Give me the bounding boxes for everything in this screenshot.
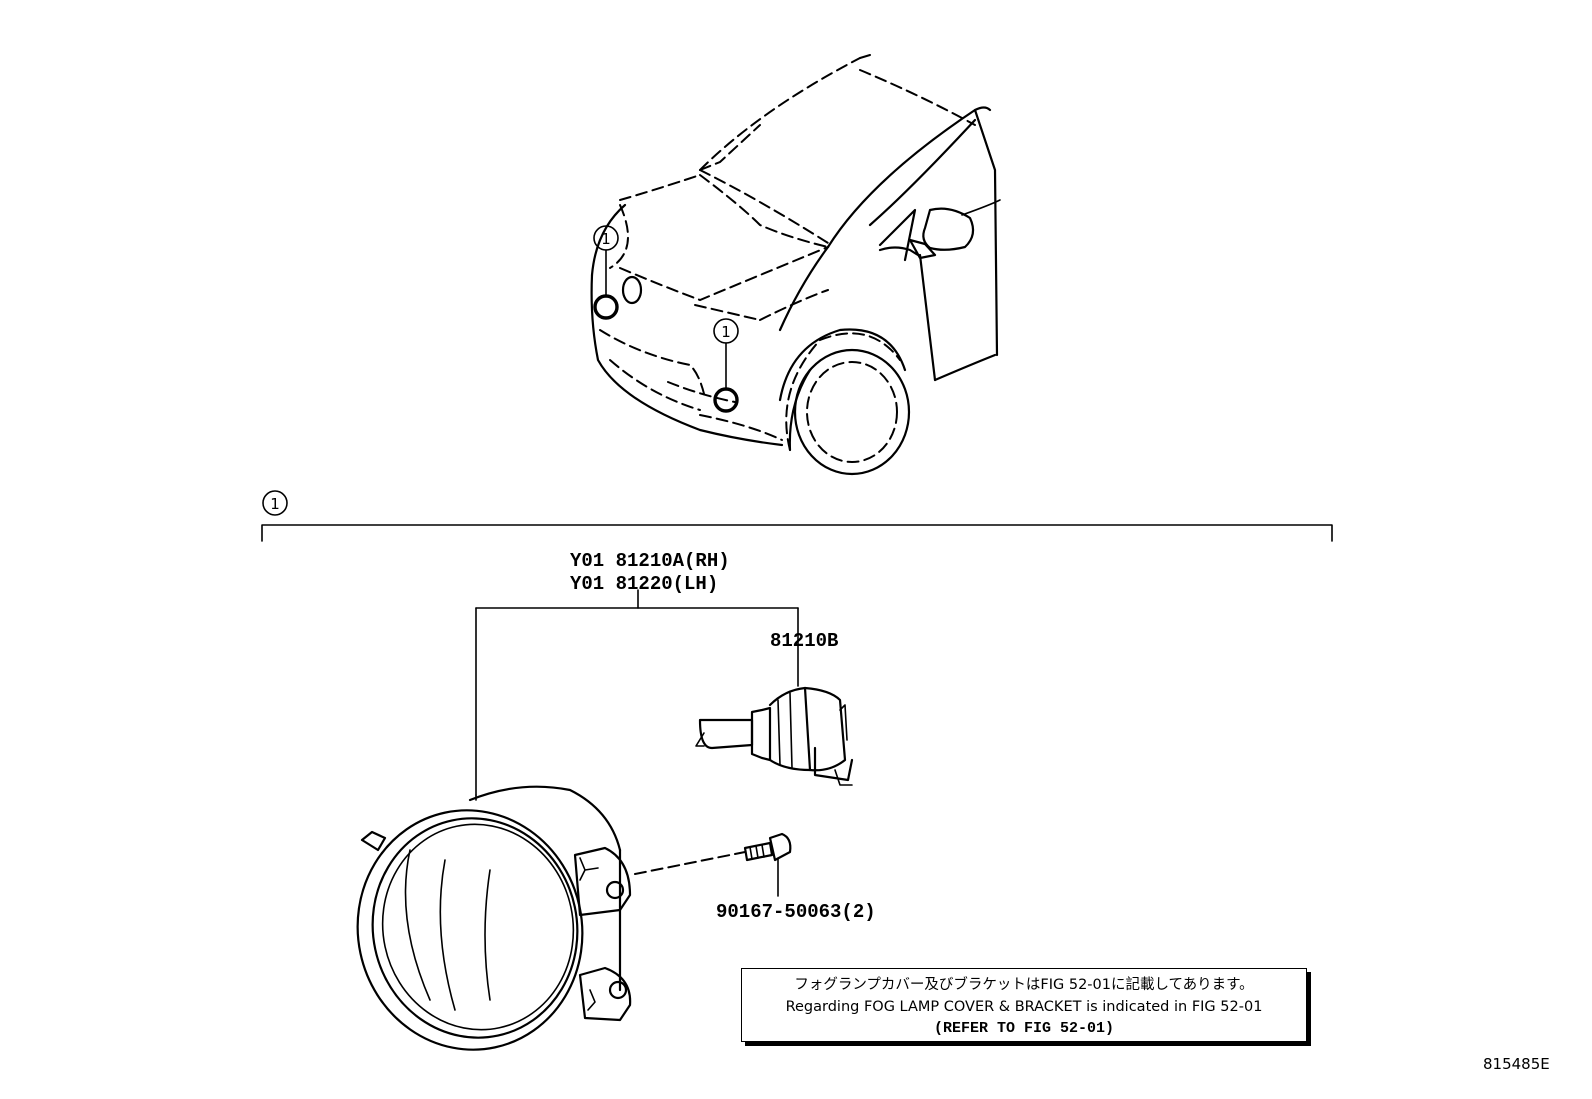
- part-number-screw: 90167-50063(2): [716, 901, 876, 923]
- part-number-lamp-rh: Y01 81210A(RH): [570, 550, 730, 572]
- car-illustration: [590, 54, 1001, 476]
- screw-dashed-leader: [634, 851, 746, 875]
- callout-car-upper: 1: [593, 225, 619, 297]
- part-number-bulb: 81210B: [770, 630, 839, 652]
- note-japanese: フォグランプカバー及びブラケットはFIG 52-01に記載してあります。: [794, 977, 1254, 993]
- group-bracket: 1: [261, 490, 1333, 542]
- lamp-leader-lines: [475, 589, 799, 796]
- svg-text:1: 1: [601, 230, 611, 248]
- part-number-lamp-lh: Y01 81220(LH): [570, 573, 719, 595]
- screw-illustration: [743, 832, 792, 897]
- callout-car-lower: 1: [713, 318, 739, 390]
- reference-note-box: フォグランプカバー及びブラケットはFIG 52-01に記載してあります。 Reg…: [741, 968, 1307, 1042]
- note-reference: (REFER TO FIG 52-01): [933, 1020, 1115, 1037]
- bulb-illustration: [695, 686, 854, 786]
- svg-text:1: 1: [270, 495, 280, 513]
- note-english: Regarding FOG LAMP COVER & BRACKET is in…: [785, 999, 1263, 1015]
- fog-lamp-illustration: [356, 785, 632, 1051]
- svg-text:1: 1: [721, 323, 731, 341]
- figure-id: 815485E: [1483, 1055, 1550, 1073]
